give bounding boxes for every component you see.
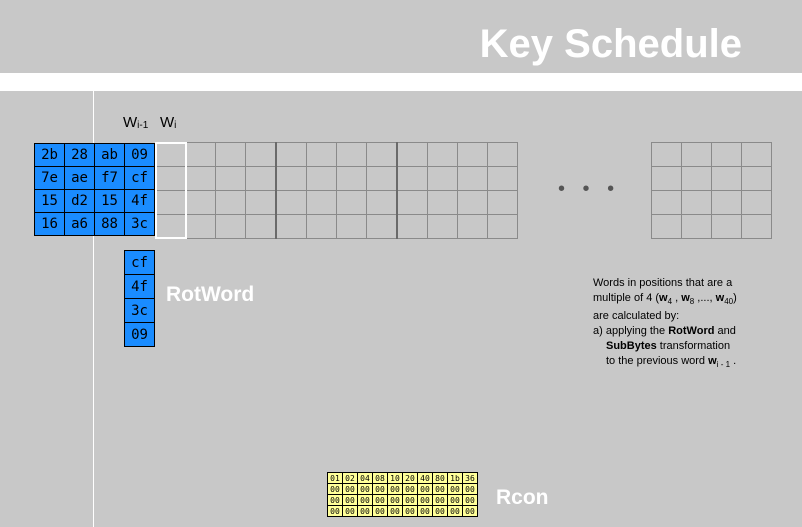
- rcon-cell: 40: [417, 472, 433, 484]
- key-cell: 2b: [34, 143, 65, 167]
- rotword-cell: 4f: [124, 274, 155, 299]
- rcon-cell: 04: [357, 472, 373, 484]
- rotword-cell: cf: [124, 250, 155, 275]
- rotword-cell: 3c: [124, 298, 155, 323]
- rcon-cell: 00: [372, 505, 388, 517]
- wi-highlight-box: [155, 142, 187, 239]
- rcon-cell: 00: [372, 494, 388, 506]
- key-cell: 3c: [124, 212, 155, 236]
- rcon-cell: 00: [327, 505, 343, 517]
- rcon-cell: 00: [372, 483, 388, 495]
- rcon-cell: 00: [342, 494, 358, 506]
- rcon-cell: 00: [327, 494, 343, 506]
- rcon-cell: 00: [342, 483, 358, 495]
- key-cell: cf: [124, 166, 155, 190]
- w-prev-label: Wi-1: [123, 114, 149, 131]
- rcon-cell: 00: [387, 483, 403, 495]
- description-text: Words in positions that are a multiple o…: [593, 277, 737, 370]
- rcon-cell: 00: [357, 483, 373, 495]
- rcon-cell: 00: [417, 505, 433, 517]
- rcon-cell: 00: [417, 494, 433, 506]
- rcon-cell: 00: [402, 505, 418, 517]
- rcon-cell: 01: [327, 472, 343, 484]
- rcon-cell: 00: [447, 505, 463, 517]
- key-cell: 88: [94, 212, 125, 236]
- key-cell: 15: [94, 189, 125, 213]
- rcon-cell: 00: [417, 483, 433, 495]
- key-cell: ab: [94, 143, 125, 167]
- key-matrix: 2b 28 ab 09 7e ae f7 cf 15 d2 15 4f 16 a…: [34, 143, 155, 236]
- rcon-cell: 80: [432, 472, 448, 484]
- rcon-cell: 20: [402, 472, 418, 484]
- key-cell: 28: [64, 143, 95, 167]
- key-cell: 15: [34, 189, 65, 213]
- w-cur-label: Wi: [160, 114, 177, 131]
- key-cell: ae: [64, 166, 95, 190]
- key-cell: 16: [34, 212, 65, 236]
- slide-title: Key Schedule: [479, 22, 742, 66]
- rcon-cell: 00: [357, 505, 373, 517]
- key-cell: 09: [124, 143, 155, 167]
- rcon-cell: 00: [462, 483, 478, 495]
- rcon-cell: 00: [462, 494, 478, 506]
- rcon-cell: 00: [402, 483, 418, 495]
- rcon-cell: 00: [342, 505, 358, 517]
- rcon-cell: 00: [432, 483, 448, 495]
- rcon-cell: 00: [402, 494, 418, 506]
- key-cell: 7e: [34, 166, 65, 190]
- rcon-cell: 36: [462, 472, 478, 484]
- key-cell: a6: [64, 212, 95, 236]
- rcon-cell: 00: [387, 494, 403, 506]
- rcon-cell: 00: [432, 505, 448, 517]
- key-cell: d2: [64, 189, 95, 213]
- rcon-cell: 00: [387, 505, 403, 517]
- rotword-cell: 09: [124, 322, 155, 347]
- title-band: [0, 73, 802, 91]
- rcon-cell: 00: [447, 494, 463, 506]
- key-cell: 4f: [124, 189, 155, 213]
- rotword-column: cf 4f 3c 09: [124, 250, 155, 347]
- rcon-cell: 00: [327, 483, 343, 495]
- last-word-grid: [651, 142, 772, 239]
- key-cell: f7: [94, 166, 125, 190]
- rcon-label: Rcon: [496, 486, 549, 509]
- rcon-cell: 08: [372, 472, 388, 484]
- rotword-label: RotWord: [166, 283, 255, 306]
- rcon-cell: 10: [387, 472, 403, 484]
- ellipsis: • • •: [558, 178, 621, 200]
- rcon-cell: 00: [357, 494, 373, 506]
- rcon-cell: 00: [462, 505, 478, 517]
- rcon-cell: 00: [447, 483, 463, 495]
- rcon-cell: 1b: [447, 472, 463, 484]
- vertical-guide-line: [93, 91, 94, 527]
- rcon-cell: 00: [432, 494, 448, 506]
- word-grid: [155, 142, 518, 239]
- rcon-cell: 02: [342, 472, 358, 484]
